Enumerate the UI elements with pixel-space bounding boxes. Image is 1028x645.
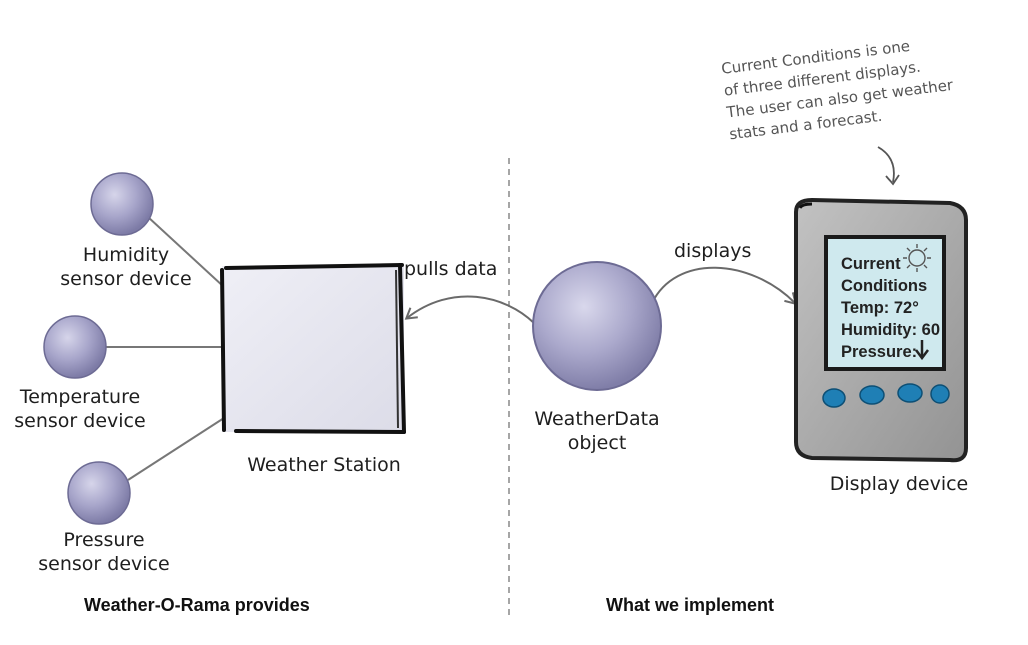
weather-station-box bbox=[220, 263, 406, 434]
annotation-pointer-arrow bbox=[877, 146, 895, 183]
screen-title-line2: Conditions bbox=[841, 277, 928, 295]
humidity-sensor-label-line1: Humidity bbox=[82, 244, 170, 266]
displays-label: displays bbox=[674, 240, 752, 262]
screen-pressure: Pressure: bbox=[841, 343, 918, 361]
device-button-1 bbox=[822, 388, 846, 408]
pressure-sensor-sphere bbox=[67, 461, 131, 525]
section-left-heading: Weather-O-Rama provides bbox=[84, 595, 310, 615]
device-button-3 bbox=[897, 383, 923, 403]
display-device-label: Display device bbox=[829, 473, 969, 495]
device-button-4 bbox=[930, 384, 950, 404]
temperature-sensor-sphere bbox=[43, 315, 107, 379]
pressure-sensor-label-line1: Pressure bbox=[63, 529, 145, 551]
weatherdata-label: WeatherData object bbox=[527, 407, 667, 455]
pulls-data-label: pulls data bbox=[404, 258, 498, 280]
pulls-data-arrow bbox=[404, 295, 535, 324]
screen-humidity: Humidity: 60 bbox=[841, 321, 941, 339]
humidity-connector bbox=[147, 216, 225, 288]
displays-arrow bbox=[651, 266, 798, 306]
screen-text: Current Conditions Temp: 72° Humidity: 6… bbox=[841, 253, 940, 363]
weatherdata-sphere bbox=[532, 261, 662, 391]
weatherdata-label-line1: WeatherData bbox=[534, 408, 660, 430]
display-device bbox=[794, 197, 968, 463]
device-button-2 bbox=[859, 385, 885, 405]
screen-title-line1: Current bbox=[841, 255, 901, 273]
humidity-sensor-label: Humidity sensor device bbox=[36, 243, 216, 291]
annotation-pointer-head bbox=[885, 174, 900, 186]
pressure-connector bbox=[127, 417, 225, 481]
humidity-sensor-label-line2: sensor device bbox=[60, 268, 192, 290]
pressure-sensor-label-line2: sensor device bbox=[38, 553, 170, 575]
temperature-sensor-label-line1: Temperature bbox=[19, 386, 141, 408]
pressure-sensor-label: Pressure sensor device bbox=[24, 528, 184, 576]
pressure-down-arrow-icon bbox=[915, 340, 929, 361]
temperature-sensor-label: Temperature sensor device bbox=[0, 385, 160, 433]
weatherdata-label-line2: object bbox=[567, 432, 627, 454]
humidity-sensor-sphere bbox=[90, 172, 154, 236]
weather-station-label: Weather Station bbox=[247, 454, 401, 476]
sun-icon bbox=[903, 244, 931, 272]
section-right-heading: What we implement bbox=[606, 595, 775, 615]
temperature-sensor-label-line2: sensor device bbox=[14, 410, 146, 432]
screen-temp: Temp: 72° bbox=[841, 299, 919, 317]
